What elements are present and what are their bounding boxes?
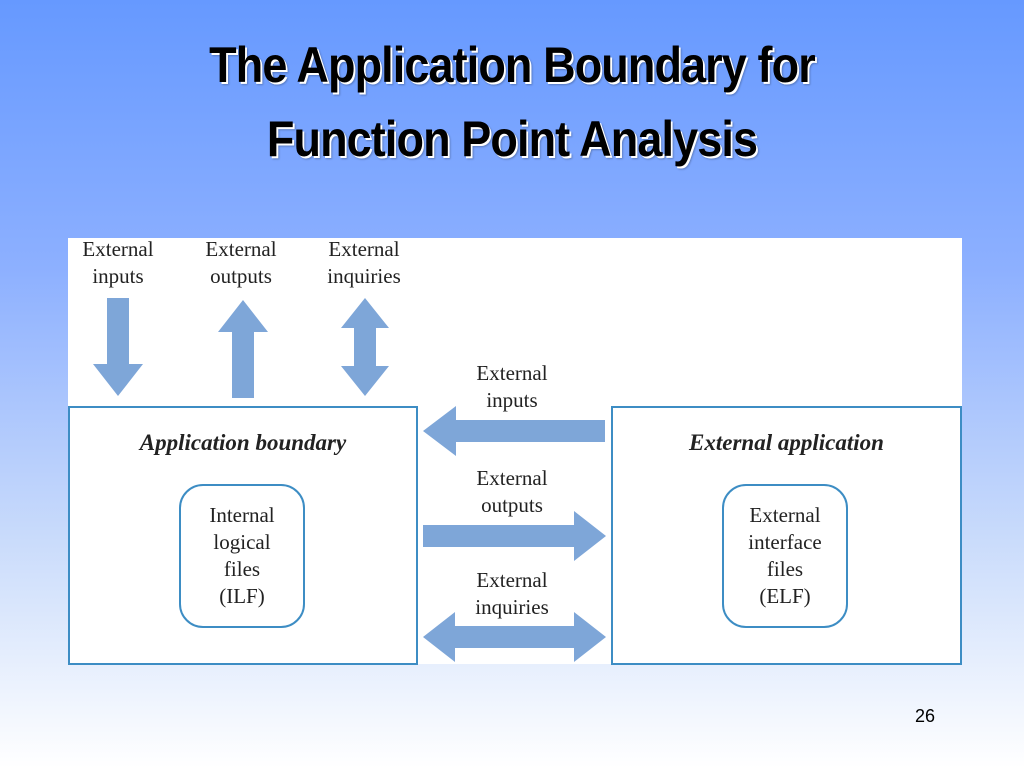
elf-box: External interface files (ELF) bbox=[722, 484, 848, 628]
elf-line: (ELF) bbox=[759, 584, 811, 608]
arrow-down-external-inputs bbox=[93, 298, 143, 396]
elf-line: interface bbox=[748, 530, 822, 554]
arrow-up-external-outputs bbox=[218, 300, 268, 398]
title-line-2: Function Point Analysis bbox=[266, 111, 758, 167]
slide-title: The Application Boundary for Function Po… bbox=[51, 28, 973, 176]
ilf-line: Internal bbox=[209, 503, 275, 527]
ilf-box: Internal logical files (ILF) bbox=[179, 484, 305, 628]
arrow-left-external-inputs bbox=[423, 406, 605, 456]
ilf-line: logical bbox=[213, 530, 271, 554]
label-line: External bbox=[328, 237, 400, 261]
elf-line: files bbox=[766, 557, 804, 581]
top-label-external-inquiries: External inquiries bbox=[312, 236, 416, 290]
elf-line: External bbox=[749, 503, 821, 527]
label-line: outputs bbox=[210, 264, 272, 288]
label-line: External bbox=[476, 466, 548, 490]
label-line: inputs bbox=[92, 264, 144, 288]
ilf-line: files bbox=[223, 557, 261, 581]
arrow-right-external-outputs bbox=[423, 511, 606, 561]
label-line: inquiries bbox=[327, 264, 401, 288]
label-line: External bbox=[476, 361, 548, 385]
title-line-1: The Application Boundary for bbox=[209, 37, 816, 93]
ilf-line: (ILF) bbox=[219, 584, 265, 608]
top-label-external-outputs: External outputs bbox=[193, 236, 289, 290]
middle-label-external-outputs: External outputs bbox=[462, 465, 562, 519]
application-boundary-box: Application boundary Internal logical fi… bbox=[68, 406, 418, 665]
middle-label-external-inquiries: External inquiries bbox=[462, 567, 562, 621]
label-line: inquiries bbox=[475, 595, 549, 619]
arrow-bidirectional-external-inquiries bbox=[341, 298, 389, 396]
external-application-title: External application bbox=[689, 430, 884, 455]
page-number: 26 bbox=[914, 706, 936, 726]
middle-label-external-inputs: External inputs bbox=[462, 360, 562, 414]
label-line: External bbox=[205, 237, 277, 261]
label-line: inputs bbox=[486, 388, 538, 412]
label-line: outputs bbox=[481, 493, 543, 517]
label-line: External bbox=[476, 568, 548, 592]
arrow-bidirectional-external-inquiries-horizontal bbox=[423, 612, 606, 662]
external-application-box: External application External interface … bbox=[611, 406, 962, 665]
application-boundary-title: Application boundary bbox=[139, 430, 347, 455]
top-label-external-inputs: External inputs bbox=[70, 236, 166, 290]
label-line: External bbox=[82, 237, 154, 261]
